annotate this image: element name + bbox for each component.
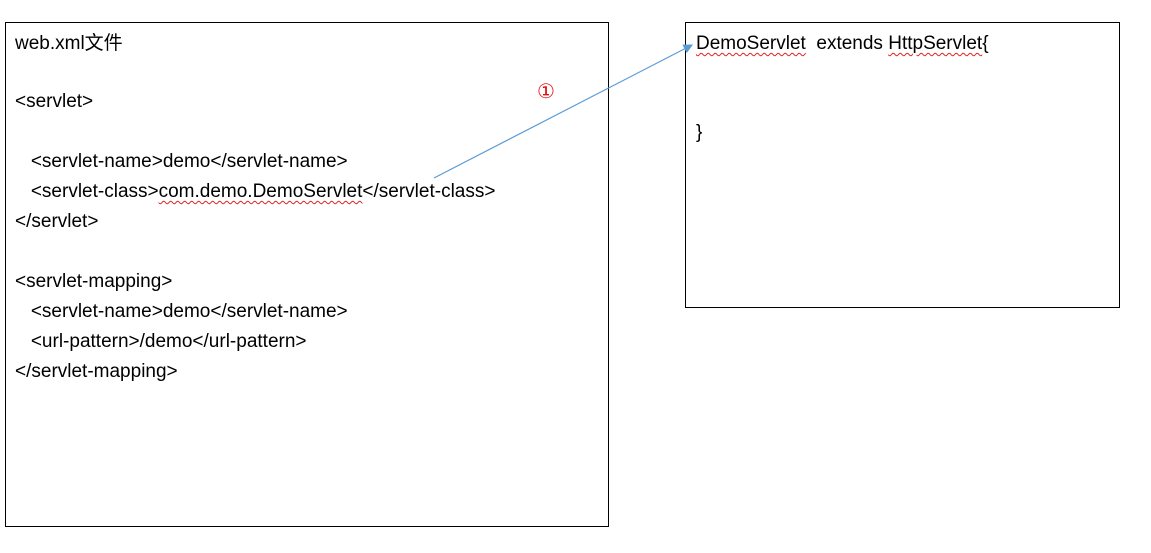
extends-keyword: extends xyxy=(805,33,889,54)
servlet-close: </servlet> xyxy=(15,211,99,232)
web-xml-box xyxy=(5,22,609,527)
close-brace: } xyxy=(696,122,703,143)
class-name: DemoServlet xyxy=(696,33,806,54)
servlet-class-close: </servlet-class> xyxy=(362,181,496,202)
web-xml-title: web.xml文件 xyxy=(15,33,123,54)
servlet-open: <servlet> xyxy=(15,91,94,112)
parent-class: HttpServlet xyxy=(888,33,983,54)
mapping-servlet-name: <servlet-name>demo</servlet-name> xyxy=(15,301,348,322)
step-number-label: ① xyxy=(537,79,555,103)
servlet-mapping-open: <servlet-mapping> xyxy=(15,271,173,292)
class-declaration: DemoServlet extends HttpServlet{ xyxy=(696,33,989,55)
servlet-mapping-close: </servlet-mapping> xyxy=(15,361,178,382)
open-brace: { xyxy=(982,33,989,54)
url-pattern-line: <url-pattern>/demo</url-pattern> xyxy=(15,331,307,352)
servlet-class-open: <servlet-class> xyxy=(15,181,159,202)
servlet-name-line: <servlet-name>demo</servlet-name> xyxy=(15,151,348,172)
servlet-class-box xyxy=(685,22,1120,308)
servlet-class-line: <servlet-class>com.demo.DemoServlet</ser… xyxy=(15,181,496,203)
servlet-class-value: com.demo.DemoServlet xyxy=(158,181,363,202)
